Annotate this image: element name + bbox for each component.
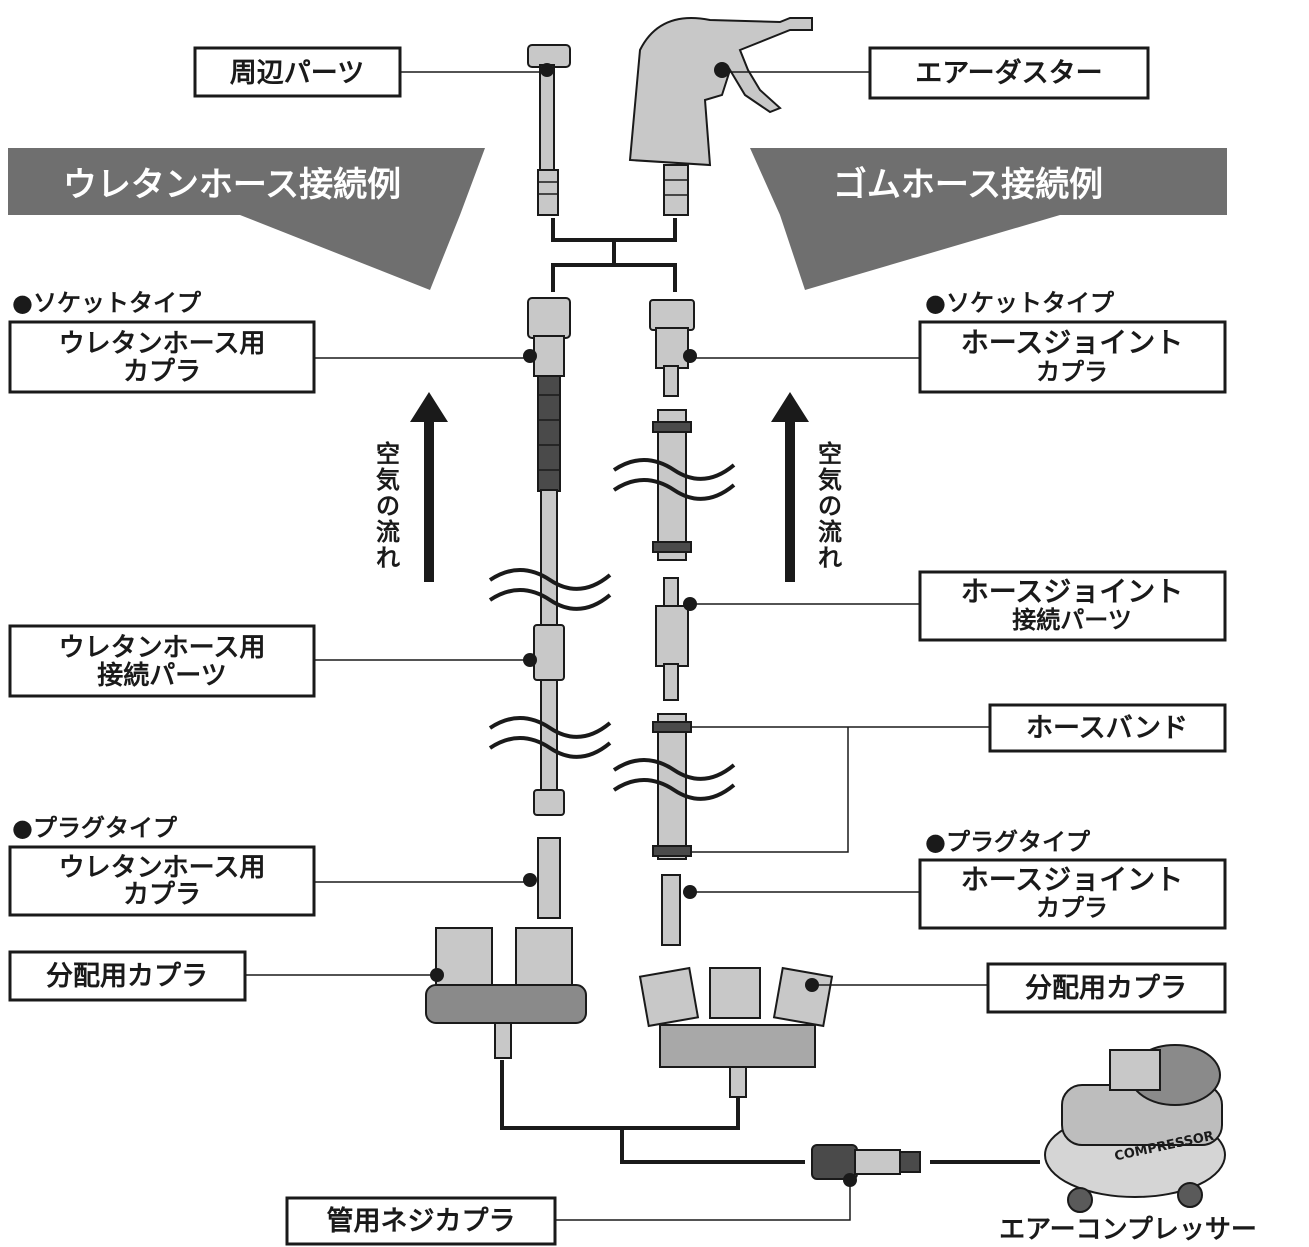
left-plug-type-heading: ●プラグタイプ [12, 814, 178, 842]
svg-text:ホースジョイント: ホースジョイント [961, 863, 1184, 896]
right-socket-type-heading: ●ソケットタイプ [925, 289, 1115, 317]
svg-text:カプラ: カプラ [1036, 358, 1108, 386]
svg-text:ホースジョイント: ホースジョイント [961, 575, 1184, 608]
hose-joint-connect-parts-part [655, 577, 697, 701]
label-right-distribution-coupler: 分配用カプラ [986, 962, 1227, 1014]
right-distribution-coupler-part [638, 966, 834, 1098]
pipe-thread-coupler-part [811, 1144, 921, 1187]
hose-joint-plug-coupler-part [661, 874, 697, 946]
air-flow-arrow-right [771, 392, 809, 582]
svg-text:分配用カプラ: 分配用カプラ [1025, 973, 1187, 1004]
air-duster-icon [628, 17, 813, 216]
banner-left: ウレタンホース接続例 [8, 148, 485, 290]
svg-text:ウレタンホース用: ウレタンホース用 [59, 853, 266, 883]
svg-text:分配用カプラ: 分配用カプラ [46, 961, 208, 992]
svg-text:れ: れ [376, 544, 400, 572]
svg-text:カプラ: カプラ [123, 880, 201, 910]
svg-text:流: 流 [376, 518, 400, 546]
left-distribution-coupler-part [425, 927, 587, 1059]
air-flow-label-right: 空 気 の 流 れ [818, 440, 842, 572]
svg-text:接続パーツ: 接続パーツ [97, 660, 226, 691]
air-flow-arrow-left [410, 392, 448, 582]
label-hose-band: ホースバンド [988, 703, 1227, 753]
svg-text:周辺パーツ: 周辺パーツ [230, 58, 364, 89]
svg-text:気: 気 [376, 466, 400, 494]
svg-text:接続パーツ: 接続パーツ [1012, 606, 1132, 634]
urethane-hose-segment-2 [540, 679, 558, 796]
hose-joint-socket-coupler-part [649, 299, 697, 397]
label-hose-joint-connect-parts: ホースジョイント 接続パーツ [918, 570, 1227, 642]
banner-right-title: ゴムホース接続例 [833, 165, 1103, 205]
urethane-connect-parts-part [523, 624, 565, 681]
svg-text:管用ネジカプラ: 管用ネジカプラ [327, 1206, 516, 1237]
banner-right: ゴムホース接続例 [750, 148, 1227, 290]
label-left-distribution-coupler: 分配用カプラ [8, 950, 247, 1002]
right-plug-type-heading: ●プラグタイプ [925, 828, 1091, 856]
svg-text:ウレタンホース用: ウレタンホース用 [59, 633, 266, 663]
label-hose-joint-socket-coupler: ホースジョイント カプラ [918, 320, 1227, 394]
urethane-plug-coupler-part [523, 837, 561, 919]
label-urethane-connect-parts: ウレタンホース用 接続パーツ [8, 624, 316, 698]
air-flow-label-left: 空 気 の 流 れ [376, 440, 400, 572]
svg-text:れ: れ [818, 544, 842, 572]
svg-text:流: 流 [818, 518, 842, 546]
svg-text:気: 気 [818, 466, 842, 494]
svg-text:の: の [376, 492, 400, 520]
svg-text:空: 空 [376, 440, 400, 468]
label-hose-joint-plug-coupler: ホースジョイント カプラ [918, 858, 1227, 930]
label-urethane-socket-coupler: ウレタンホース用 カプラ [8, 320, 316, 394]
label-pipe-thread-coupler: 管用ネジカプラ [285, 1196, 557, 1246]
svg-text:エアーダスター: エアーダスター [915, 57, 1102, 89]
peripheral-parts-icon [527, 44, 571, 216]
label-urethane-plug-coupler: ウレタンホース用 カプラ [8, 845, 316, 917]
svg-text:カプラ: カプラ [123, 357, 201, 387]
label-air-duster: エアーダスター [868, 46, 1150, 100]
air-compressor-icon: COMPRESSOR [1044, 1044, 1226, 1213]
svg-text:カプラ: カプラ [1036, 894, 1108, 922]
label-air-compressor: エアーコンプレッサー [999, 1215, 1257, 1245]
urethane-socket-coupler-part [523, 297, 571, 377]
svg-text:ウレタンホース用: ウレタンホース用 [59, 329, 266, 359]
rubber-hose-segment-1 [652, 409, 692, 561]
banner-left-title: ウレタンホース接続例 [63, 165, 401, 205]
label-peripheral-parts: 周辺パーツ [193, 46, 402, 98]
urethane-hose-spring [537, 375, 561, 492]
svg-text:空: 空 [818, 440, 842, 468]
svg-text:の: の [818, 492, 842, 520]
left-socket-type-heading: ●ソケットタイプ [12, 289, 202, 317]
svg-text:ホースジョイント: ホースジョイント [961, 326, 1184, 359]
svg-text:ホースバンド: ホースバンド [1026, 713, 1188, 744]
